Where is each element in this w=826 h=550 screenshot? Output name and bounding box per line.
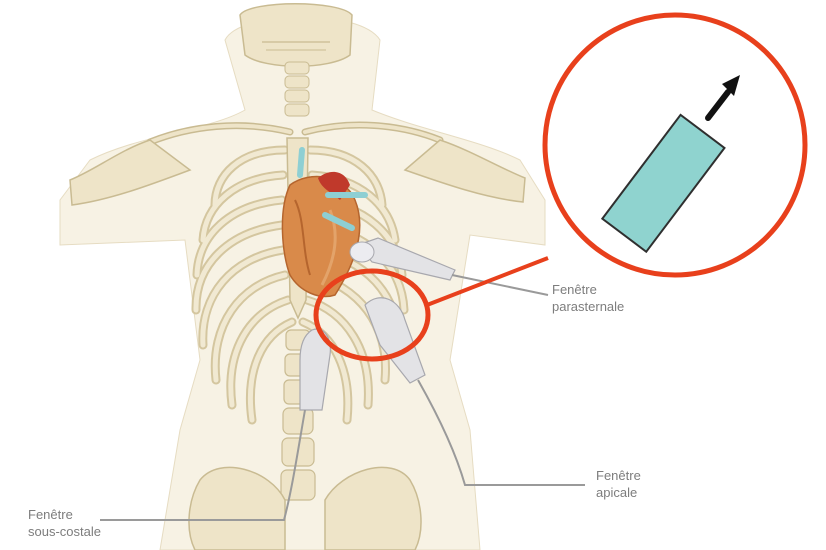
label-parasternal-line2: parasternale [552, 298, 624, 315]
label-apical-line1: Fenêtre [596, 467, 641, 484]
label-parasternal-line1: Fenêtre [552, 281, 624, 298]
label-parasternal-window: Fenêtre parasternale [552, 281, 624, 315]
label-subcostal-line2: sous-costale [28, 523, 101, 540]
skull [240, 4, 352, 67]
label-apical-window: Fenêtre apicale [596, 467, 641, 501]
label-subcostal-line1: Fenêtre [28, 506, 101, 523]
label-apical-line2: apicale [596, 484, 641, 501]
label-subcostal-window: Fenêtre sous-costale [28, 506, 101, 540]
